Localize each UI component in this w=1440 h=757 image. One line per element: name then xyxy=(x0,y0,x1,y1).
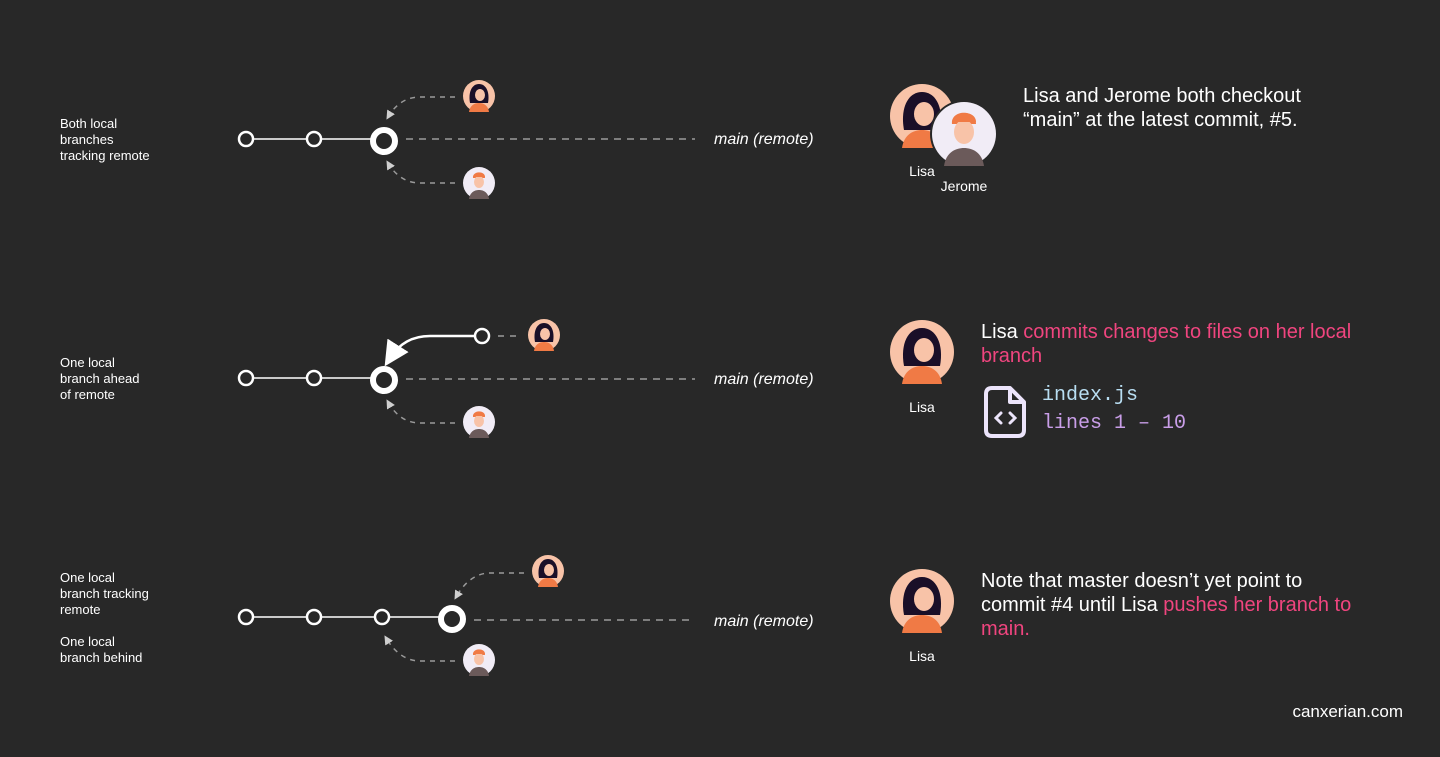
lisa-avatar-small xyxy=(463,80,495,112)
branch-label: main (remote) xyxy=(714,371,814,388)
branch-label: main (remote) xyxy=(714,613,814,630)
row2-graph: main (remote) xyxy=(237,319,814,438)
commit-node xyxy=(305,608,323,626)
row1-graph: main (remote) xyxy=(237,80,814,199)
commit-node xyxy=(237,130,255,148)
credit-text: canxerian.com xyxy=(1292,702,1403,721)
commit-node xyxy=(305,130,323,148)
row3-description: Note that master doesn’t yet point to co… xyxy=(981,570,1352,640)
row2-description: Lisa commits changes to files on her loc… xyxy=(981,321,1352,367)
code-file-icon xyxy=(984,386,1026,438)
head-commit-node xyxy=(370,127,398,155)
lisa-avatar-large xyxy=(890,569,954,633)
person-name-lisa: Lisa xyxy=(909,399,935,415)
commit-node xyxy=(237,608,255,626)
commit-node xyxy=(373,608,391,626)
jerome-avatar-small xyxy=(463,406,495,438)
lisa-avatar-large xyxy=(890,320,954,384)
lisa-avatar-small xyxy=(532,555,564,587)
head-commit-node xyxy=(370,366,398,394)
row3-graph: main (remote) xyxy=(237,555,814,676)
lisa-avatar-small xyxy=(528,319,560,351)
commit-node xyxy=(237,369,255,387)
file-name: index.js xyxy=(1042,384,1139,407)
jerome-avatar-large xyxy=(930,100,998,168)
jerome-avatar-small xyxy=(463,644,495,676)
person-name-lisa: Lisa xyxy=(909,648,935,664)
commit-node xyxy=(305,369,323,387)
person-name-jerome: Jerome xyxy=(940,178,988,194)
row1-description: Lisa and Jerome both checkout “main” at … xyxy=(1023,85,1301,131)
person-name-lisa: Lisa xyxy=(909,163,935,179)
head-commit-node xyxy=(438,605,466,633)
jerome-avatar-small xyxy=(463,167,495,199)
local-commit-node xyxy=(473,327,491,345)
file-lines: lines 1 – 10 xyxy=(1042,412,1187,435)
branch-label: main (remote) xyxy=(714,131,814,148)
changed-file: index.js lines 1 – 10 xyxy=(1042,382,1186,438)
